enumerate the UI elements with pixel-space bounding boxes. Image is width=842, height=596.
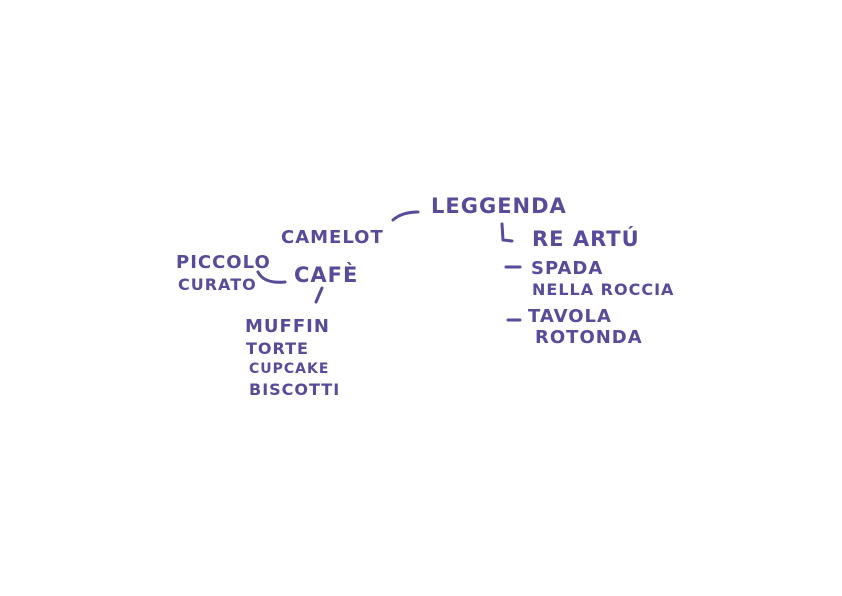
node-cupcake: CUPCAKE <box>249 361 330 377</box>
node-muffin: MUFFIN <box>245 316 330 337</box>
node-biscotti: BISCOTTI <box>249 380 341 399</box>
connector-cafe-list <box>314 286 324 304</box>
node-torte: TORTE <box>246 339 309 358</box>
node-spada: SPADA <box>531 258 604 279</box>
connector-leggenda-re-artu <box>500 222 514 243</box>
node-nella-roccia: NELLA ROCCIA <box>532 280 675 299</box>
connector-leggenda-camelot <box>391 210 420 222</box>
node-tavola: TAVOLA <box>528 306 612 327</box>
node-cafe: CAFÈ <box>294 263 359 287</box>
node-curato: CURATO <box>178 275 257 294</box>
node-leggenda: LEGGENDA <box>431 194 567 218</box>
node-rotonda: ROTONDA <box>535 327 643 348</box>
node-camelot: CAMELOT <box>281 227 384 248</box>
node-piccolo: PICCOLO <box>176 252 271 273</box>
node-re-artu: RE ARTÚ <box>532 227 640 251</box>
connector-curato-cafe <box>256 270 287 284</box>
